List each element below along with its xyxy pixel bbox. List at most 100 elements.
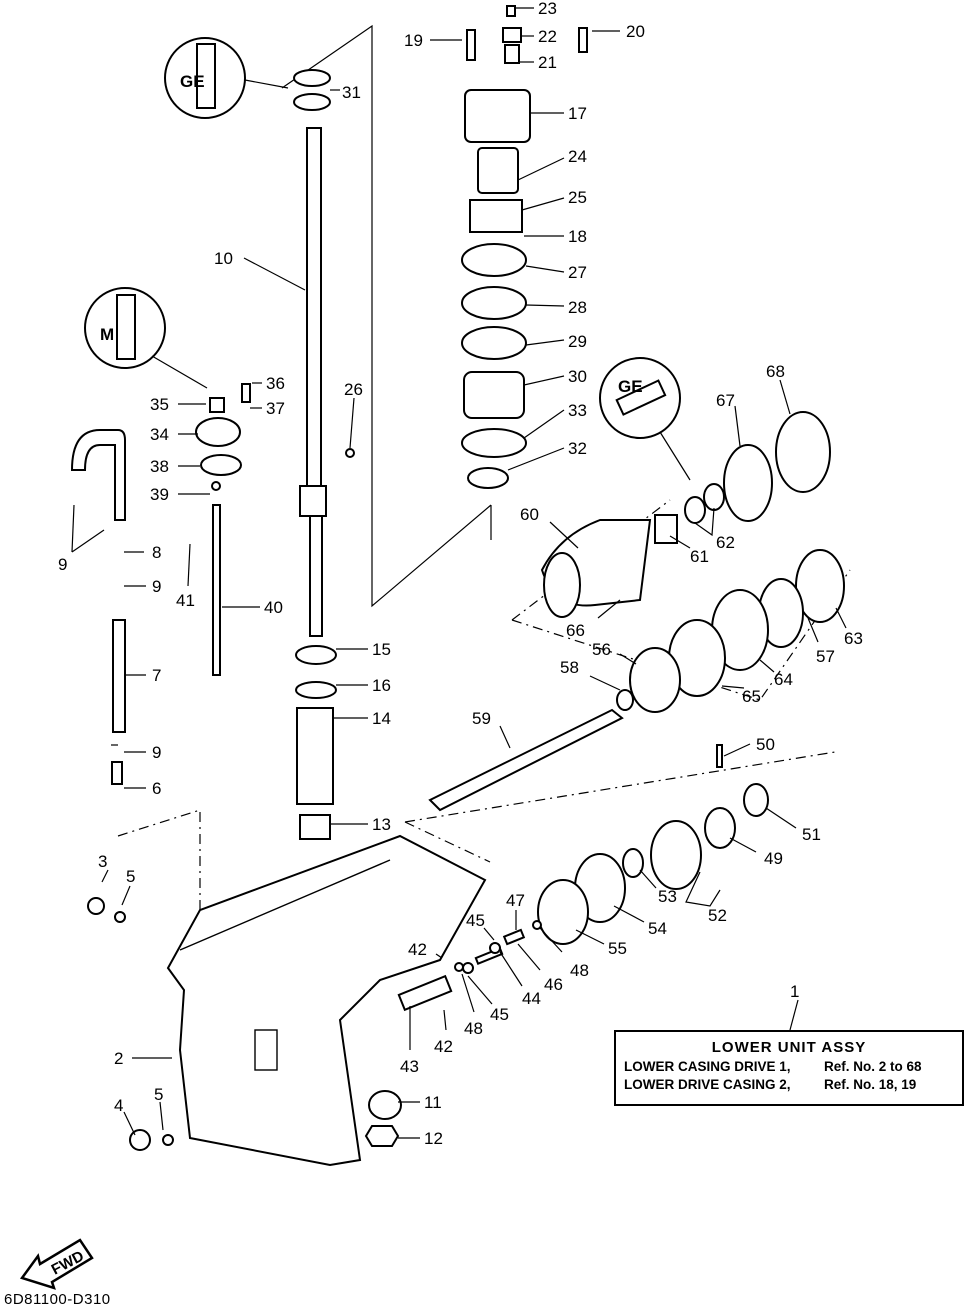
callout-44: 44	[522, 989, 541, 1008]
callout-32: 32	[568, 439, 587, 458]
callout-5: 5	[126, 867, 135, 886]
callout-9: 9	[152, 743, 161, 762]
callout-62: 62	[716, 533, 735, 552]
drive-shaft	[299, 127, 327, 637]
callout-10: 10	[214, 249, 233, 268]
assy-row-1: LOWER CASING DRIVE 1, Ref. No. 2 to 68	[624, 1059, 962, 1074]
callout-54: 54	[648, 919, 667, 938]
callout-67: 67	[716, 391, 735, 410]
diagram-code: 6D81100-D310	[4, 1291, 111, 1308]
assy-row-desc: LOWER CASING DRIVE 1,	[624, 1059, 791, 1074]
callout-40: 39	[150, 485, 169, 504]
assy-row-2: LOWER DRIVE CASING 2,Ref. No. 18, 19	[624, 1077, 962, 1092]
parts-13-16	[295, 645, 337, 840]
callout-42: 42	[408, 940, 427, 959]
callout-5: 5	[154, 1085, 163, 1104]
assy-row-ref: Ref. No. 2 to 68	[824, 1059, 922, 1074]
callout-37: 37	[266, 399, 285, 418]
callout-29: 29	[568, 332, 587, 351]
callout-38: 38	[150, 457, 169, 476]
small-parts	[87, 448, 542, 1151]
callout-34: 34	[150, 425, 169, 444]
callout-12: 12	[424, 1129, 443, 1148]
shift-rod	[195, 383, 251, 676]
callout-56: 56	[592, 640, 611, 659]
gear-group	[537, 647, 769, 945]
callout-68: 68	[766, 362, 785, 381]
assembly-outline	[117, 24, 851, 1000]
callout-45: 45	[466, 911, 485, 930]
callout-41: 41	[176, 591, 195, 610]
assy-title: LOWER UNIT ASSY	[711, 1039, 867, 1056]
bearing-housing-group	[540, 411, 845, 697]
callout-13: 13	[372, 815, 391, 834]
callout-16: 16	[372, 676, 391, 695]
callout-39: 40	[264, 598, 283, 617]
marker-text: M	[100, 325, 114, 344]
propeller-shaft	[428, 708, 624, 812]
callout-3: 3	[98, 852, 107, 871]
callout-6: 6	[152, 779, 161, 798]
lower-unit-assy-box: LOWER UNIT ASSY LOWER CASING DRIVE 1, Ref…	[614, 1030, 964, 1106]
water-tube	[70, 429, 126, 785]
callout-59: 59	[472, 709, 491, 728]
callout-21: 21	[538, 53, 557, 72]
callout-22: 22	[538, 27, 557, 46]
callout-19: 19	[404, 31, 423, 50]
callout-33: 33	[568, 401, 587, 420]
callout-2: 2	[114, 1049, 123, 1068]
callout-18: 18	[568, 227, 587, 246]
callout-14: 14	[372, 709, 391, 728]
callout-11: 11	[424, 1093, 442, 1112]
callout-35: 35	[150, 395, 169, 414]
callout-28: 28	[568, 298, 587, 317]
callout-36: 36	[266, 374, 285, 393]
bearing-31	[293, 69, 331, 111]
callouts: 2 3 4 5 5 6 7 8 9 9 9 9 10 11 12 13 14 1…	[58, 0, 863, 1148]
fwd-arrow-icon: FWD	[19, 1238, 94, 1290]
callout-57: 57	[816, 647, 835, 666]
callout-8: 8	[152, 543, 161, 562]
callout-9: 9	[152, 577, 161, 596]
callout-9: 9	[58, 555, 67, 574]
callout-20: 20	[626, 22, 645, 41]
callout-17: 17	[568, 104, 587, 123]
lower-casing	[166, 834, 487, 1167]
callout-55: 55	[608, 939, 627, 958]
lubricant-marker-right: GE	[599, 357, 691, 481]
callout-1: 1	[790, 982, 799, 1001]
callout-27: 27	[568, 263, 587, 282]
lubricant-marker-mid: M	[84, 287, 208, 389]
marker-text: GE	[180, 72, 205, 91]
callout-26: 26	[344, 380, 363, 399]
callout-63: 63	[844, 629, 863, 648]
callout-24: 24	[568, 147, 587, 166]
callout-42: 42	[434, 1037, 453, 1056]
callout-52: 52	[708, 906, 727, 925]
callout-31: 31	[342, 83, 361, 102]
callout-61: 61	[690, 547, 709, 566]
lubricant-marker-top: GE	[164, 37, 289, 119]
callout-23: 23	[538, 0, 557, 18]
water-pump-stack	[461, 5, 588, 489]
callout-43: 43	[400, 1057, 419, 1076]
callout-47: 47	[506, 891, 525, 910]
callout-64: 64	[774, 670, 793, 689]
callout-15: 15	[372, 640, 391, 659]
callout-50: 50	[756, 735, 775, 754]
callout-48: 48	[570, 961, 589, 980]
callout-51: 51	[802, 825, 821, 844]
callout-65: 65	[742, 687, 761, 706]
callout-30: 30	[568, 367, 587, 386]
callout-4: 4	[114, 1096, 123, 1115]
callout-46: 46	[544, 975, 563, 994]
callout-45: 45	[490, 1005, 509, 1024]
callout-53: 53	[658, 887, 677, 906]
callout-58: 58	[560, 658, 579, 677]
callout-48: 48	[464, 1019, 483, 1038]
callout-25: 25	[568, 188, 587, 207]
callout-60: 60	[520, 505, 539, 524]
marker-text: GE	[618, 377, 643, 396]
callout-7: 7	[152, 666, 161, 685]
